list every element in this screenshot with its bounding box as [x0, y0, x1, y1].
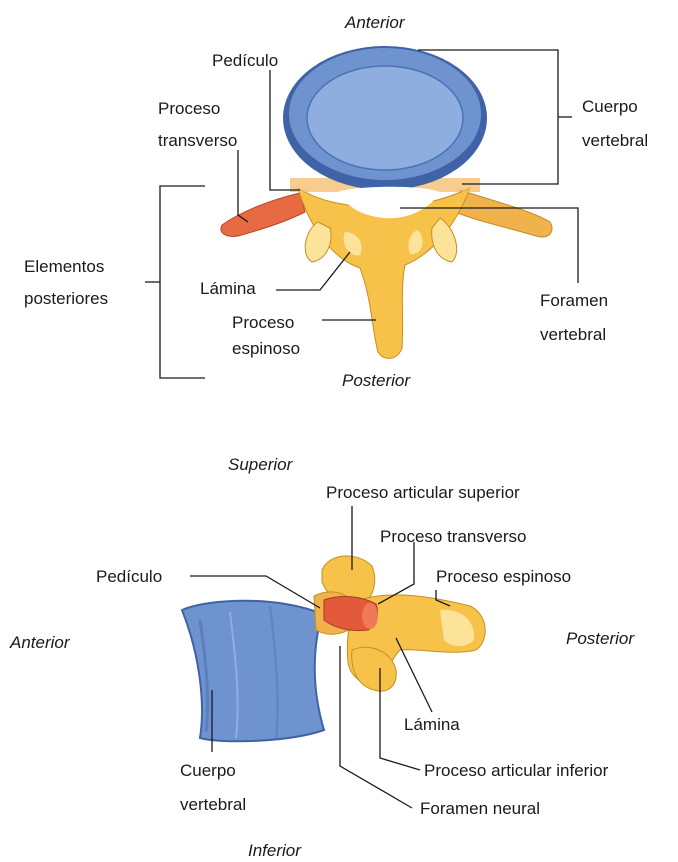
pedicle-label-side: Pedículo [96, 567, 162, 586]
neural-foramen-label: Foramen neural [420, 799, 540, 818]
anterior-label-top: Anterior [344, 13, 406, 32]
inferior-label: Inferior [248, 841, 302, 860]
left-transverse-process [221, 193, 305, 236]
right-transverse-process [455, 190, 552, 237]
vertebral-body-center [307, 66, 463, 170]
transverse-leader-line-side [378, 542, 414, 604]
anterior-label-side: Anterior [9, 633, 71, 652]
pedicle-label-top: Pedículo [212, 51, 278, 70]
transverse-process-label-top-2: transverso [158, 131, 237, 150]
posterior-elements-bracket [160, 186, 205, 378]
spinous-process-label-side: Proceso espinoso [436, 567, 571, 586]
transverse-process-label-top-1: Proceso [158, 99, 220, 118]
lamina-label-top: Lámina [200, 279, 256, 298]
posterior-elements-label-1: Elementos [24, 257, 104, 276]
foramen-label-top-2: vertebral [540, 325, 606, 344]
transverse-process-label-side: Proceso transverso [380, 527, 526, 546]
side-view-labels: Superior Proceso articular superior Proc… [9, 455, 635, 860]
side-transverse-process-tip [362, 603, 378, 629]
spinous-process-label-top-2: espinoso [232, 339, 300, 358]
vertebral-body-label-side-2: vertebral [180, 795, 246, 814]
vertebral-body-label-side-1: Cuerpo [180, 761, 236, 780]
superior-articular-label: Proceso articular superior [326, 483, 520, 502]
side-vertebral-body [182, 601, 324, 742]
posterior-label-top: Posterior [342, 371, 411, 390]
vertebral-body-label-top-1: Cuerpo [582, 97, 638, 116]
foramen-label-top-1: Foramen [540, 291, 608, 310]
lamina-label-side: Lámina [404, 715, 460, 734]
inferior-articular-label: Proceso articular inferior [424, 761, 609, 780]
spinous-process-label-top-1: Proceso [232, 313, 294, 332]
vertebral-body-label-top-2: vertebral [582, 131, 648, 150]
posterior-label-side: Posterior [566, 629, 635, 648]
superior-label: Superior [228, 455, 294, 474]
posterior-elements-label-2: posteriores [24, 289, 108, 308]
left-articular-facet [305, 222, 331, 262]
right-articular-facet [432, 218, 457, 262]
